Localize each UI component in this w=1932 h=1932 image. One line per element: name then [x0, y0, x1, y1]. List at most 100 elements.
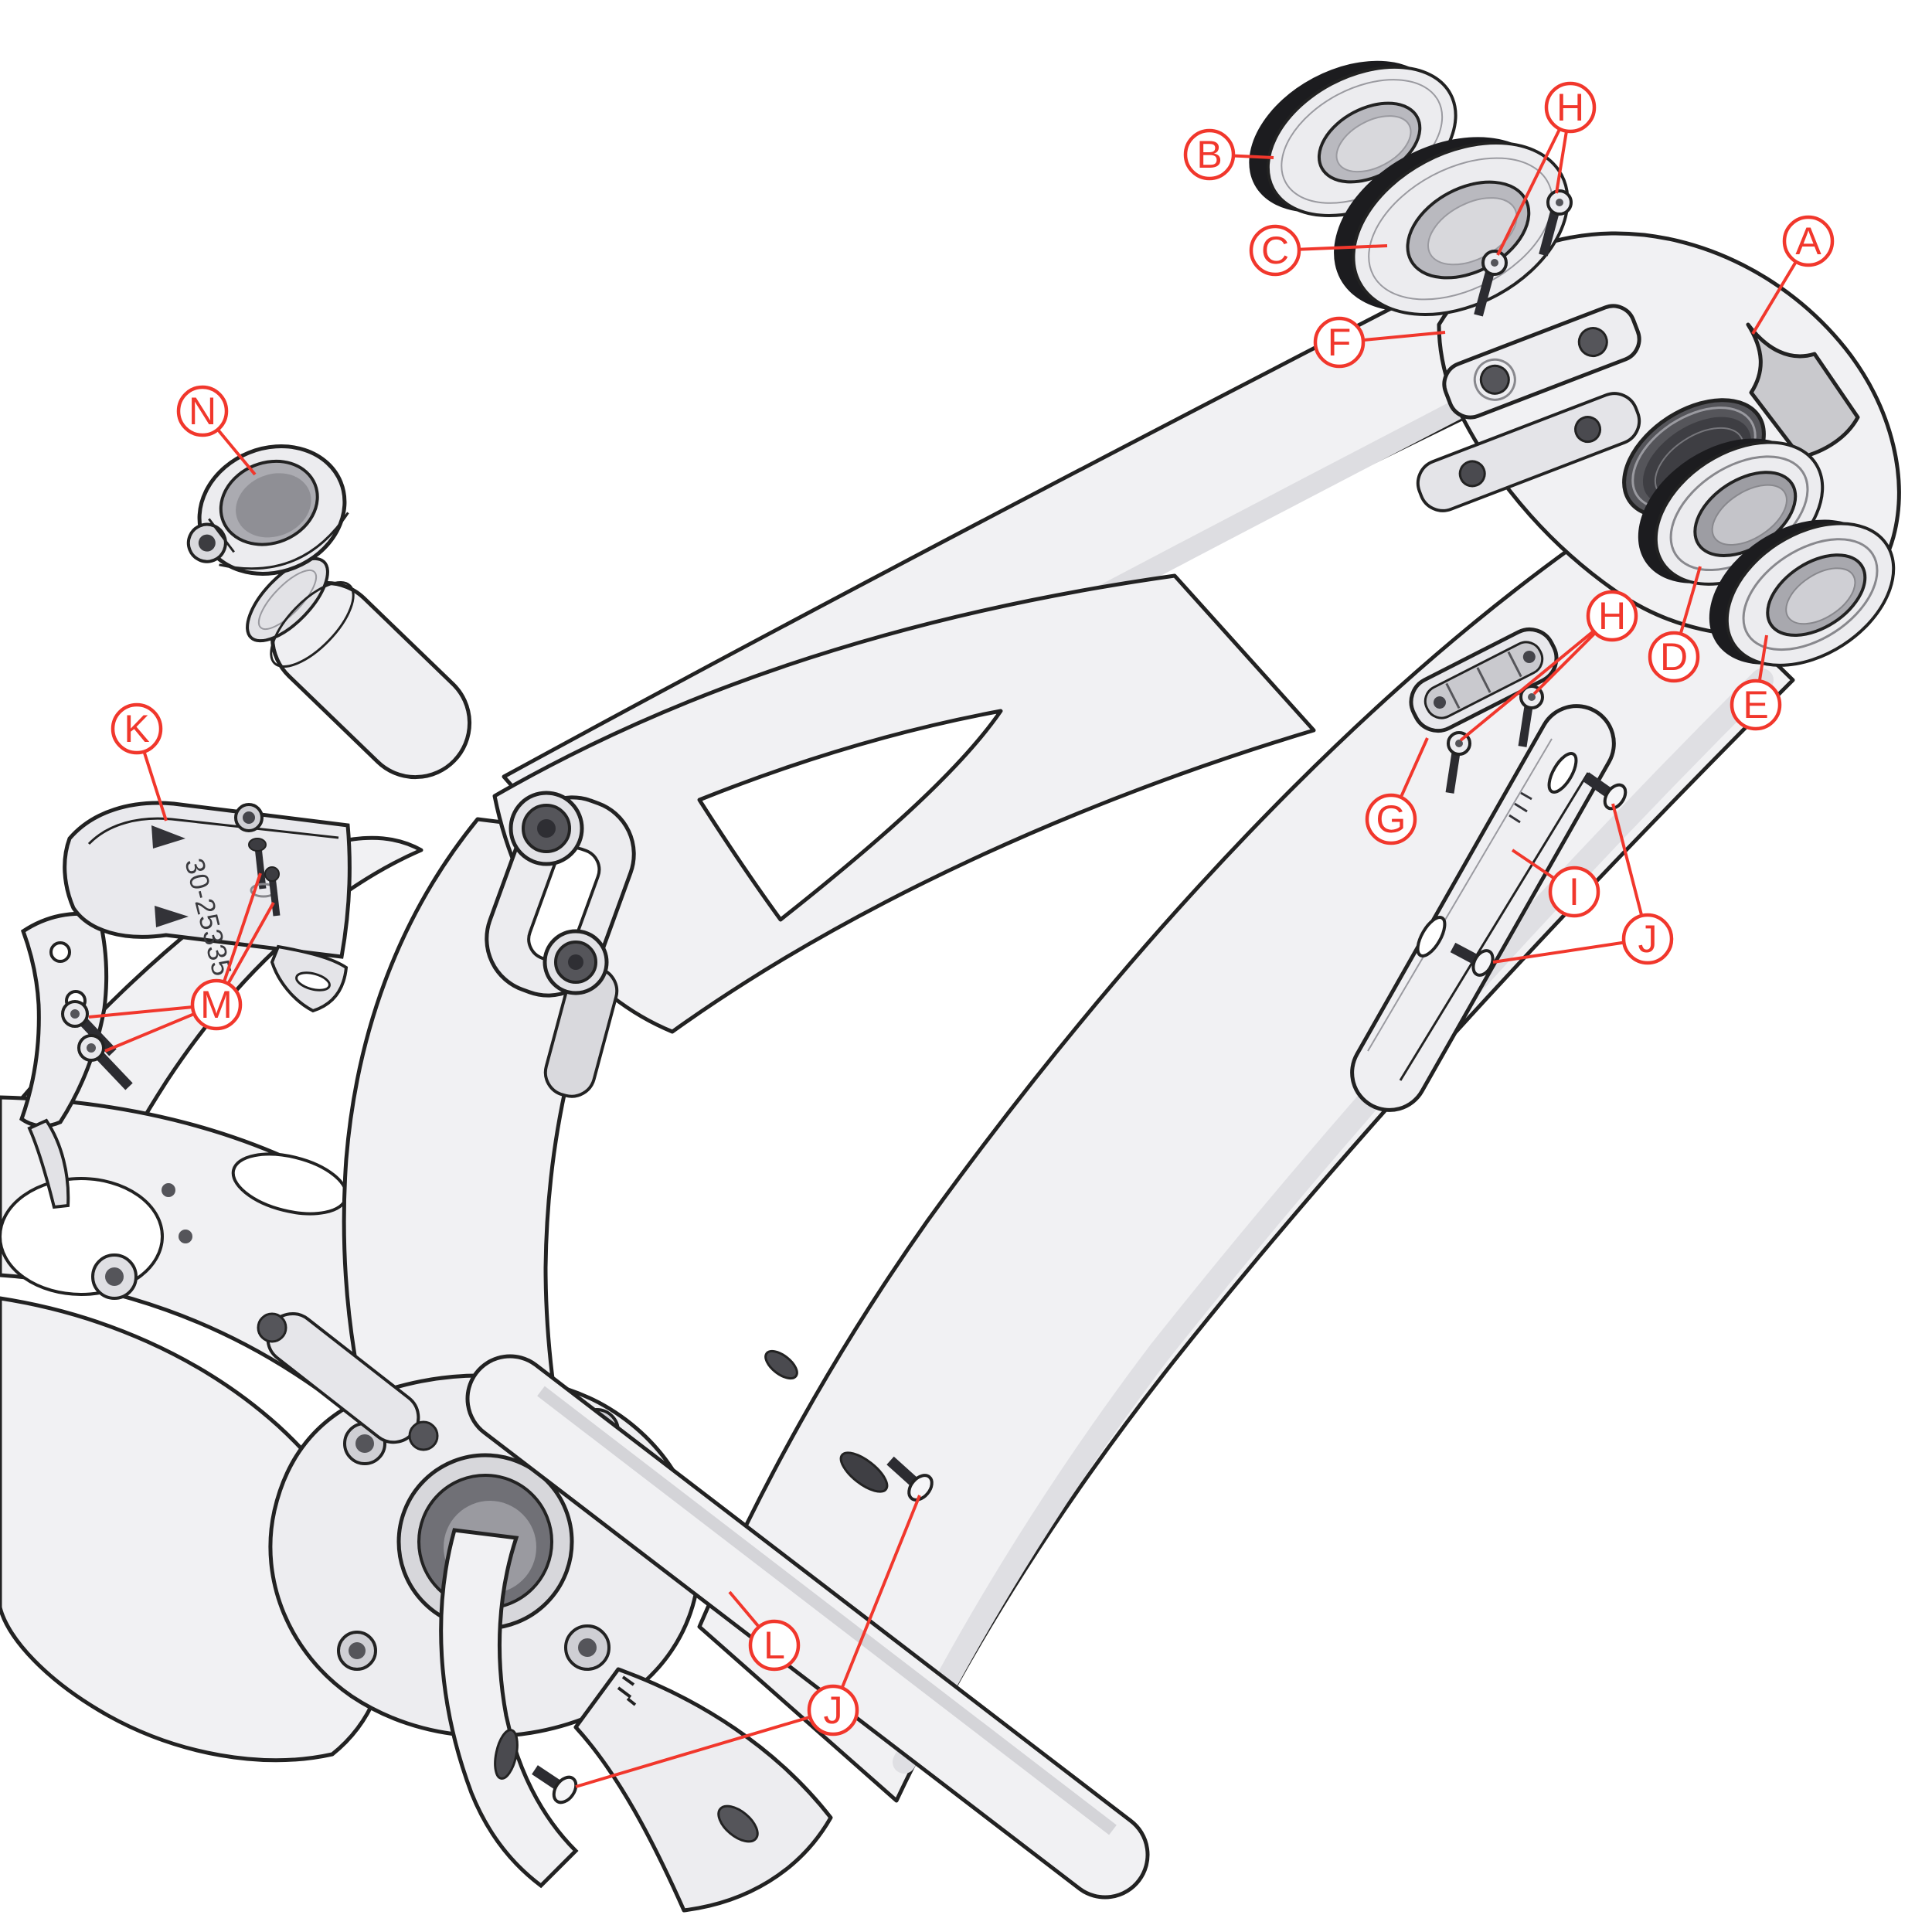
callout-circle — [1183, 128, 1236, 181]
leader-line — [217, 430, 257, 476]
callout-circle — [1313, 316, 1366, 369]
down-tube-port — [764, 1349, 798, 1380]
leader-line — [1511, 849, 1554, 879]
callout-circle — [176, 385, 229, 437]
callout-circle — [1782, 215, 1835, 267]
callout-circle — [111, 702, 163, 755]
leader-line — [1532, 632, 1596, 696]
screw-j-upper-1 — [1582, 772, 1628, 811]
callout-circle — [1586, 590, 1638, 642]
callout-g: G — [1365, 737, 1429, 845]
down-tube-shade — [893, 668, 1774, 1774]
top-tube-inset-plate — [1416, 392, 1641, 512]
leader-line — [143, 752, 168, 821]
callout-e: E — [1730, 634, 1782, 731]
molded-mark — [617, 1675, 637, 1706]
triangle-cutout — [697, 709, 1003, 922]
leader-line — [1611, 803, 1643, 915]
leader-line — [1364, 331, 1446, 342]
chainstay-yoke — [573, 1667, 833, 1913]
callout-letter: K — [124, 707, 149, 750]
leader-line — [1492, 940, 1623, 964]
molded-mark — [1509, 791, 1532, 824]
callout-circle — [748, 1619, 801, 1672]
bottle-boss — [162, 1183, 175, 1197]
callout-k: K — [111, 702, 168, 821]
callout-letter: M — [200, 983, 233, 1026]
protection-sticker-a — [1746, 322, 1860, 460]
callout-circle — [190, 978, 243, 1031]
callout-letter: D — [1660, 635, 1688, 679]
leader-line — [1751, 262, 1797, 335]
callout-n: N — [176, 385, 257, 476]
leader-line — [1459, 631, 1594, 742]
callout-h-upper: H — [1496, 81, 1597, 256]
callout-circle — [1621, 913, 1674, 965]
leader-line — [1496, 129, 1561, 256]
leader-line — [104, 1012, 194, 1053]
leader-line — [223, 872, 262, 981]
callout-j-upper: J — [1492, 803, 1674, 965]
callout-i: I — [1511, 849, 1600, 918]
callout-letter: J — [824, 1689, 843, 1732]
headset-seal-c — [1334, 137, 1570, 316]
callout-l: L — [728, 1590, 801, 1672]
callout-circle — [807, 1684, 859, 1736]
callout-letter: B — [1196, 133, 1222, 176]
screw-m-pin-1 — [248, 838, 277, 898]
callout-f: F — [1313, 316, 1446, 369]
seat-clamp-n — [186, 444, 349, 576]
callout-h-lower: H — [1459, 590, 1638, 742]
callout-circle — [1548, 866, 1600, 918]
screw-h-upper-2 — [1539, 189, 1573, 257]
callout-j-lower: J — [575, 1495, 921, 1788]
callout-circle — [1365, 793, 1417, 845]
leader-line — [728, 1590, 760, 1627]
protector-slot — [1547, 752, 1578, 794]
downtube-protector-upper-i — [1350, 704, 1616, 1112]
screw-j-upper-2 — [1450, 942, 1495, 977]
bearing-cup-e — [1709, 519, 1896, 667]
downtube-protector-lower-l — [439, 1354, 1150, 1900]
callout-letter: N — [189, 389, 216, 433]
leader-line — [1300, 244, 1388, 251]
callout-letter: E — [1743, 683, 1768, 726]
callout-a: A — [1751, 215, 1835, 335]
callout-letter: H — [1598, 594, 1626, 638]
screw-h-upper-1 — [1474, 250, 1508, 317]
top-mount-plate-f — [1442, 304, 1641, 420]
screw-j-lower-2 — [532, 1765, 578, 1804]
callout-circle — [1648, 631, 1700, 683]
leader-line — [227, 902, 275, 984]
leader-line — [88, 1005, 192, 1019]
callout-letter: G — [1376, 798, 1406, 841]
callout-letter: C — [1261, 229, 1289, 272]
bottle-boss — [179, 1230, 192, 1243]
callout-circle — [1249, 224, 1301, 277]
callout-c: C — [1249, 224, 1388, 277]
rocker-link — [485, 791, 636, 1098]
leader-line — [575, 1716, 809, 1788]
leader-line — [1679, 566, 1702, 633]
callout-letter: L — [764, 1624, 785, 1667]
callout-letter: I — [1569, 870, 1580, 913]
protector-slot — [839, 1451, 889, 1493]
callouts-layer: A B C D E F G H H I J J K L M N — [88, 81, 1835, 1788]
callout-b: B — [1183, 128, 1274, 181]
callout-letter: A — [1795, 219, 1821, 263]
callout-letter: F — [1328, 321, 1352, 364]
leader-line — [841, 1495, 921, 1688]
cable-guide-plate-g — [1409, 627, 1559, 733]
callout-circle — [1544, 81, 1597, 134]
callout-letter: H — [1556, 86, 1584, 129]
callout-letter: J — [1638, 917, 1658, 961]
seat-tube-stub — [246, 556, 472, 780]
callout-m: M — [88, 872, 275, 1053]
spar-cutout-large — [0, 1177, 164, 1296]
leader-line — [1234, 154, 1274, 159]
screw-m-pin-2 — [264, 866, 281, 917]
leader-line — [1400, 737, 1429, 797]
screw-m-2 — [77, 1034, 133, 1090]
